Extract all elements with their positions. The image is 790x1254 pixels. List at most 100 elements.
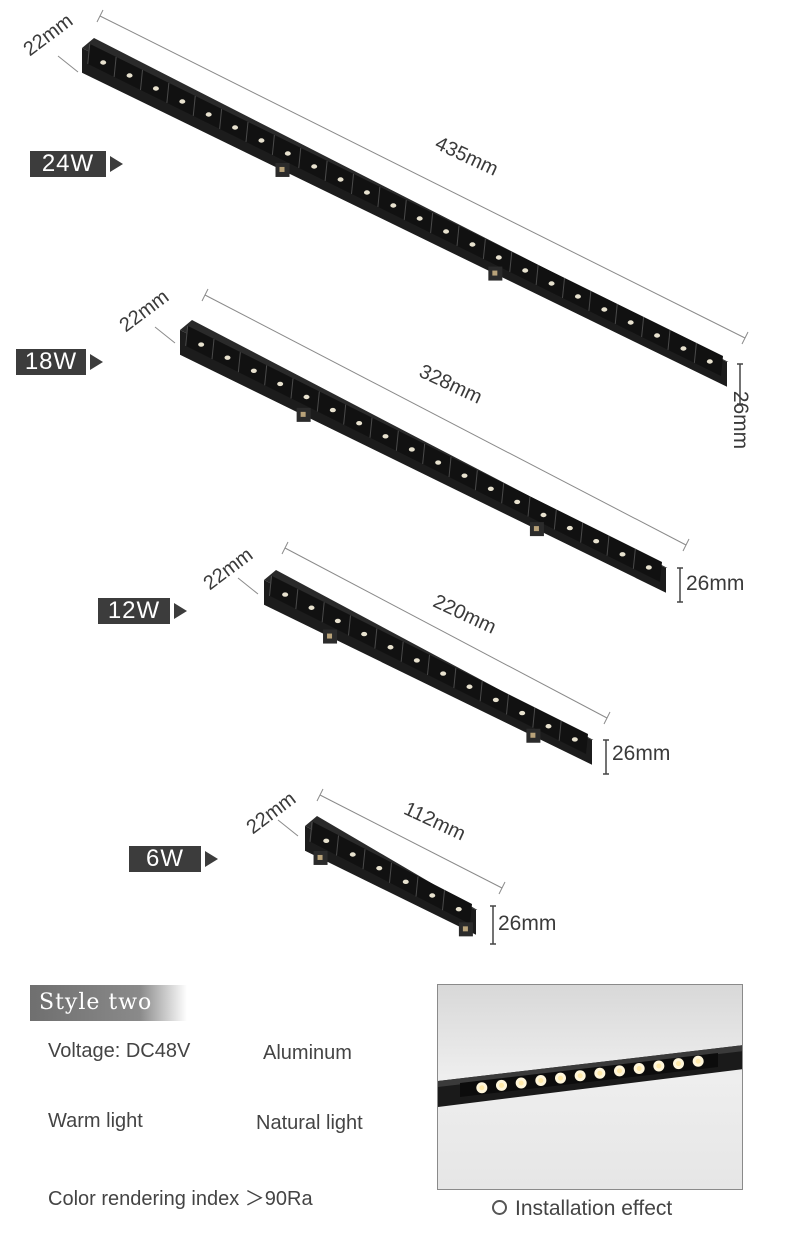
- connector-contact: [533, 526, 539, 532]
- width-dimension-line: [57, 55, 79, 73]
- installation-caption-text: Installation effect: [515, 1197, 673, 1220]
- height-label: 26mm: [729, 391, 752, 449]
- power-badge-18w: 18W: [16, 349, 86, 375]
- installation-led-core: [695, 1058, 701, 1064]
- led-dot: [540, 512, 547, 518]
- installation-led-core: [577, 1073, 583, 1079]
- louvre-divider: [295, 589, 299, 610]
- dimension-tick: [96, 9, 104, 23]
- installation-led-core: [499, 1082, 504, 1088]
- louvre-divider: [553, 509, 557, 530]
- led-dot: [487, 486, 494, 491]
- louvre-divider: [290, 378, 294, 399]
- width-label: 22mm: [116, 286, 174, 337]
- led-dot: [461, 473, 468, 478]
- length-label: 112mm: [400, 798, 468, 846]
- led-dot: [232, 125, 239, 130]
- louvre-divider: [87, 43, 91, 65]
- width-dimension-line: [237, 577, 259, 595]
- length-label: 435mm: [432, 132, 502, 180]
- led-dot: [435, 460, 442, 465]
- led-dot: [152, 86, 159, 91]
- led-dot: [627, 320, 634, 325]
- led-dot: [205, 112, 212, 117]
- louvre-divider: [237, 352, 241, 373]
- louvre-divider: [588, 290, 592, 312]
- installation-led-core: [538, 1078, 544, 1084]
- louvre-divider: [264, 365, 268, 386]
- length-label: 328mm: [416, 360, 486, 408]
- louvre-divider: [641, 316, 645, 338]
- triangle-right-icon: [90, 354, 103, 370]
- louvre-divider: [324, 160, 328, 182]
- dimension-tick: [316, 788, 324, 802]
- length-label: 220mm: [430, 590, 500, 638]
- fixture-louvre: [311, 822, 472, 924]
- spec-material: Aluminum: [263, 1042, 352, 1064]
- louvre-divider: [336, 835, 339, 856]
- connector-contact: [317, 854, 323, 860]
- led-dot: [126, 73, 133, 78]
- dimension-tick: [498, 881, 506, 895]
- spec-natural-light: Natural light: [256, 1112, 363, 1134]
- led-dot: [566, 525, 573, 531]
- led-dot: [455, 906, 462, 912]
- length-dimension-line: [319, 794, 503, 889]
- louvre-divider: [614, 303, 618, 325]
- triangle-right-icon: [110, 156, 123, 172]
- led-dot: [706, 359, 713, 364]
- led-dot: [337, 177, 344, 182]
- louvre-divider: [321, 602, 325, 623]
- louvre-divider: [389, 862, 392, 883]
- fixture-18w: [180, 320, 668, 593]
- louvre-divider: [400, 641, 404, 662]
- louvre-divider: [192, 95, 196, 117]
- height-label: 26mm: [686, 572, 744, 595]
- fixture-louvre: [270, 576, 588, 754]
- led-dot: [224, 355, 231, 360]
- louvre-divider: [479, 681, 483, 702]
- led-dot: [402, 879, 409, 885]
- led-dot: [349, 852, 356, 857]
- led-dot: [619, 552, 626, 557]
- style-title-banner: Style two: [30, 985, 187, 1021]
- led-dot: [311, 164, 318, 169]
- louvre-divider: [422, 443, 426, 464]
- led-dot: [387, 645, 394, 650]
- installation-led-core: [676, 1061, 681, 1067]
- length-dimension-line: [99, 15, 746, 339]
- led-dot: [601, 307, 608, 312]
- led-dot: [323, 838, 330, 844]
- louvre-divider: [269, 575, 272, 596]
- led-dot: [308, 605, 315, 610]
- led-dot: [363, 190, 370, 195]
- louvre-divider: [403, 199, 407, 221]
- led-dot: [356, 421, 363, 426]
- louvre-divider: [271, 134, 275, 156]
- connector-contact: [492, 270, 498, 276]
- installation-led-core: [656, 1063, 662, 1069]
- louvre-divider: [166, 82, 170, 104]
- fixture-6w: [305, 816, 478, 937]
- installation-led-core: [617, 1068, 622, 1074]
- louvre-divider: [558, 720, 562, 741]
- led-dot: [514, 499, 521, 505]
- led-dot: [519, 710, 526, 716]
- louvre-divider: [362, 849, 366, 870]
- led-dot: [495, 255, 502, 260]
- louvre-divider: [369, 417, 373, 438]
- louvre-divider: [532, 707, 536, 728]
- width-dimension-line: [277, 819, 299, 837]
- installation-led-core: [518, 1080, 524, 1086]
- louvre-divider: [501, 483, 505, 504]
- led-dot: [443, 229, 450, 234]
- spec-warm-light: Warm light: [48, 1110, 143, 1132]
- height-label: 26mm: [612, 742, 670, 765]
- louvre-divider: [482, 238, 486, 260]
- led-dot: [303, 394, 310, 400]
- led-dot: [680, 346, 687, 351]
- fixture-24w: [82, 38, 729, 387]
- product-dimension-diagram: 435mm22mm26mm328mm22mm26mm220mm22mm26mm1…: [20, 9, 752, 945]
- louvre-divider: [448, 457, 452, 478]
- louvre-divider: [309, 821, 313, 842]
